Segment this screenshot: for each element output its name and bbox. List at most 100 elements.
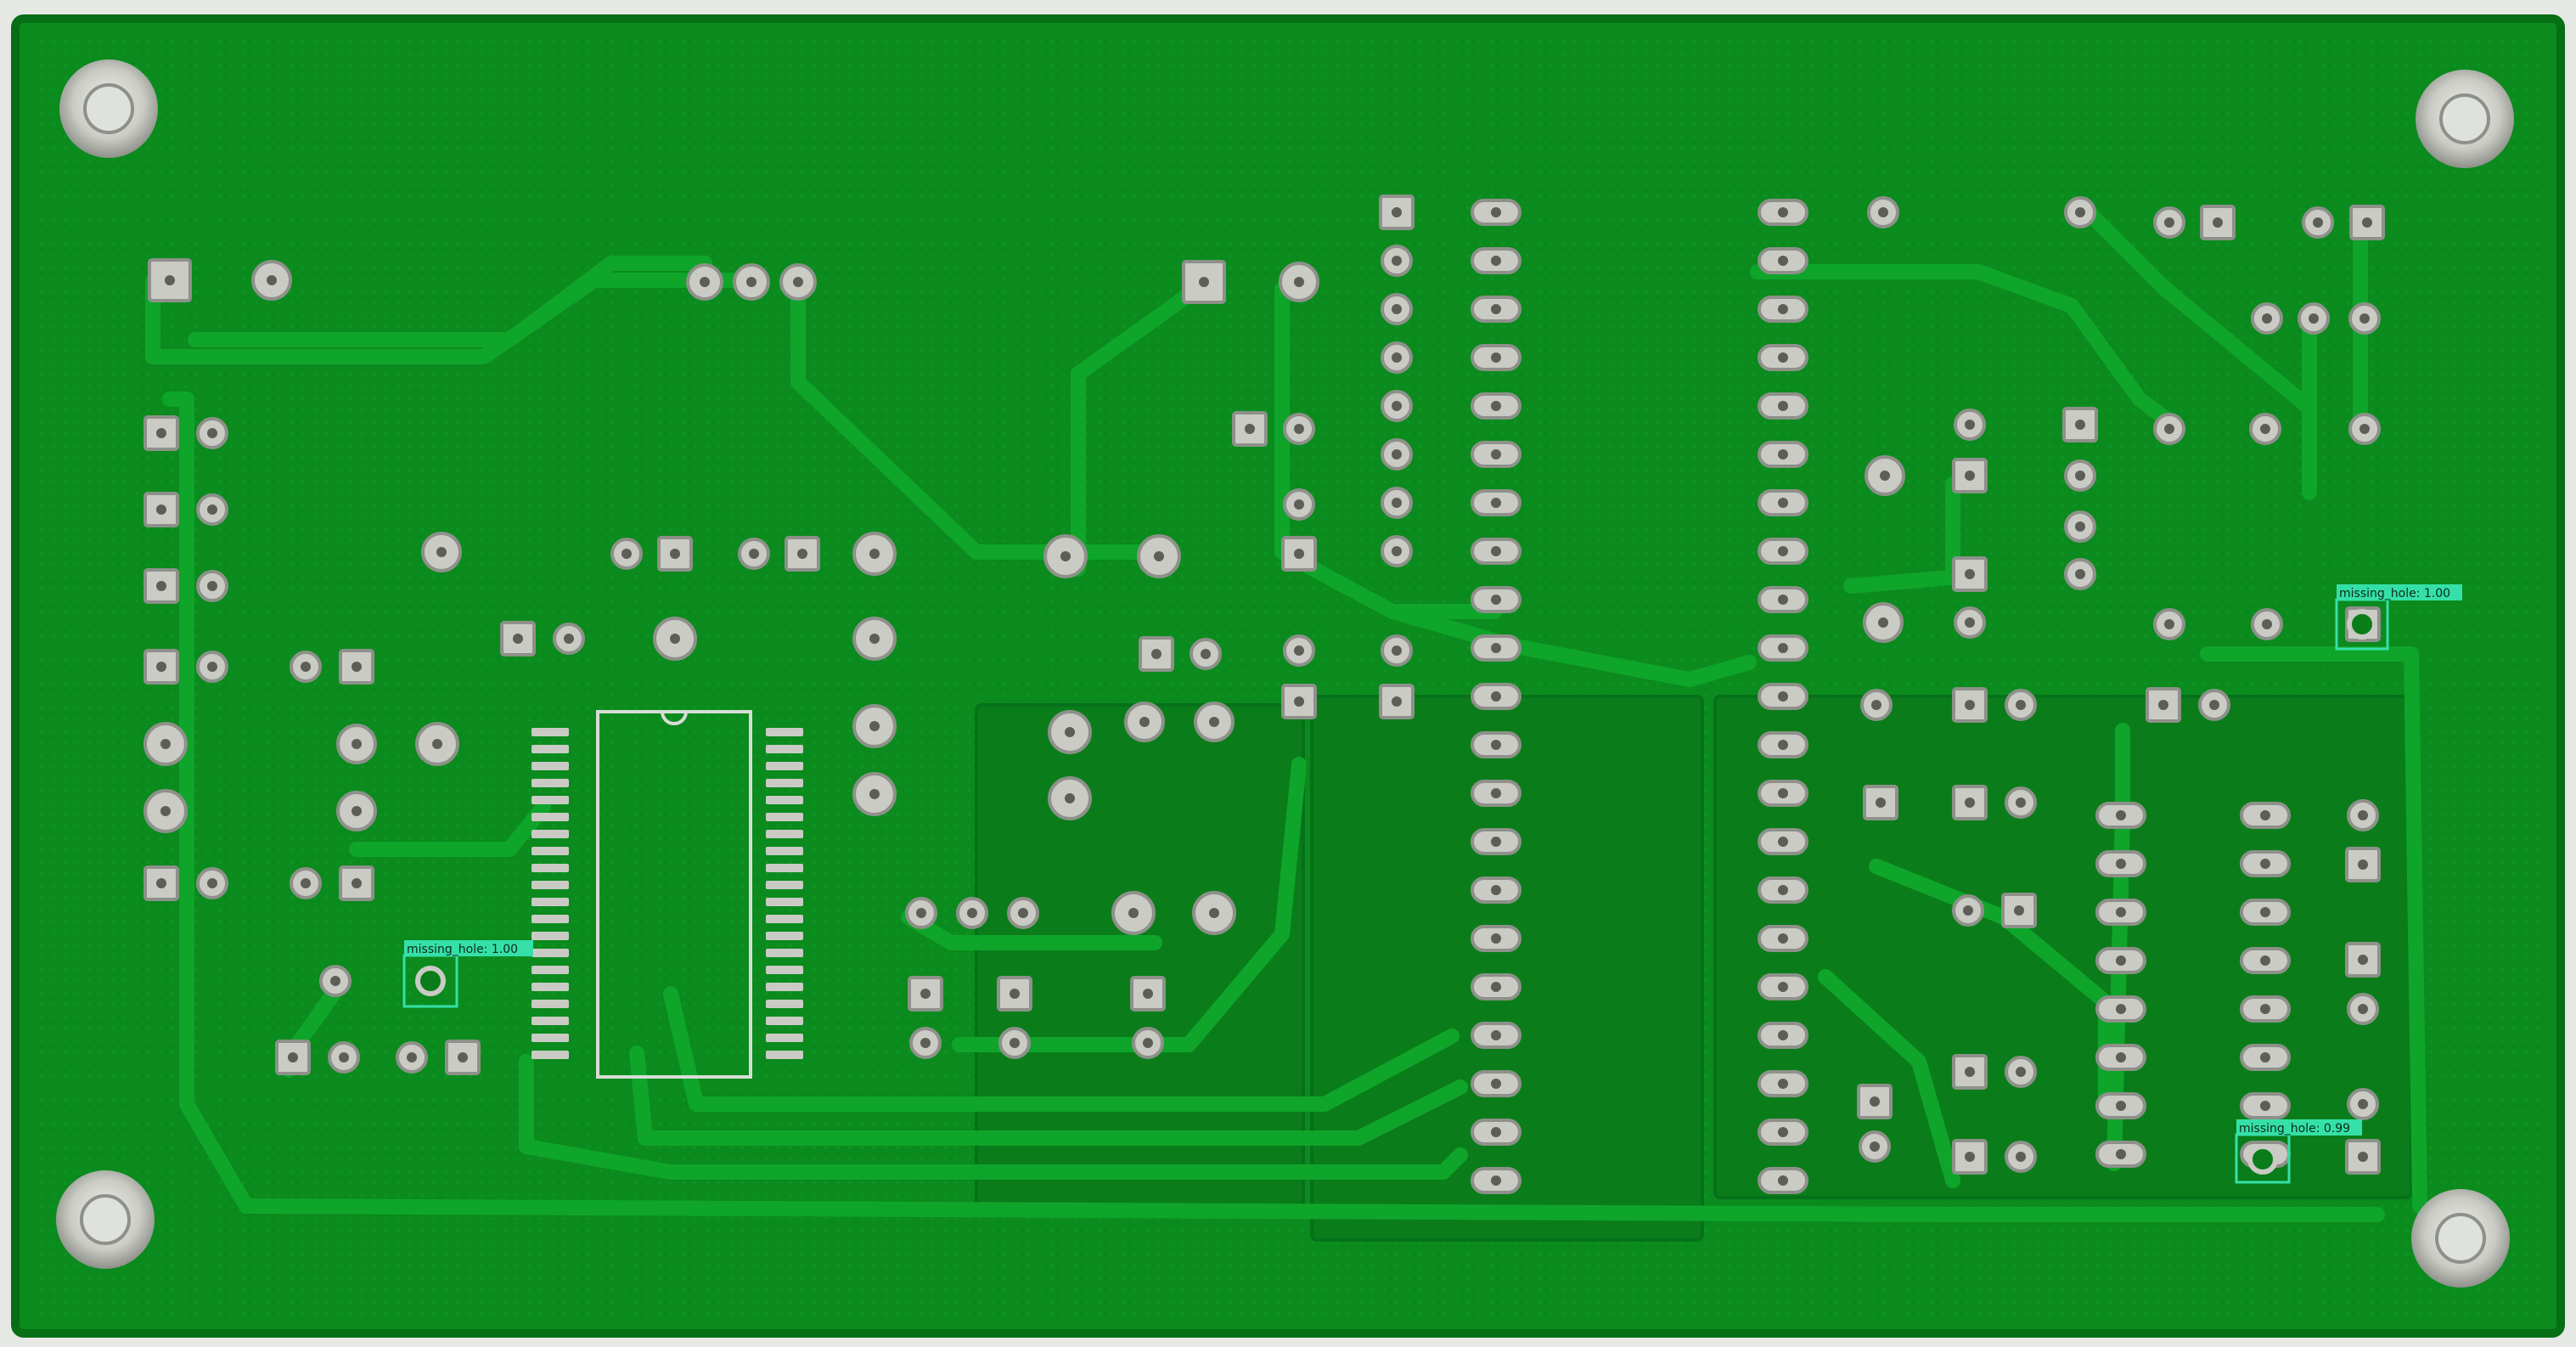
missing-hole-pad [415,966,446,996]
round-pad [2095,1092,2146,1119]
round-pad [1381,390,1413,422]
square-pad [1952,458,1988,493]
round-pad [1043,534,1088,578]
round-pad [1471,731,1521,758]
square-pad [2200,205,2236,240]
round-pad [1471,634,1521,662]
smd-pad [532,813,569,821]
round-pad [1471,1070,1521,1097]
round-pad [852,532,897,576]
round-pad [2298,302,2330,335]
round-pad [2005,689,2037,721]
round-pad [1758,344,1808,371]
round-pad [2347,1088,2379,1120]
trace [162,392,2385,1222]
smd-pad [766,898,803,906]
square-pad [1281,684,1317,719]
mounting-hole [56,1170,155,1269]
smd-pad [532,830,569,838]
round-pad [1192,891,1236,935]
round-pad [1758,586,1808,613]
round-pad [2249,413,2281,445]
round-pad [1758,296,1808,323]
round-pad [1471,441,1521,468]
round-pad [1758,247,1808,274]
round-pad [1471,586,1521,613]
round-pad [1471,780,1521,807]
detections-layer: missing_hole: 1.00 missing_hole: 1.00 mi… [402,584,2462,1184]
round-pad [1471,1119,1521,1146]
round-pad [196,570,228,602]
round-pad [2095,947,2146,974]
square-pad [148,258,192,302]
trace [1071,281,1205,577]
square-pad [275,1040,311,1075]
detection: missing_hole: 1.00 [402,940,533,1008]
round-pad [2005,786,2037,819]
square-pad [1952,1139,1988,1175]
round-pad [1048,710,1092,754]
round-pad [1190,638,1222,670]
round-pad [1867,196,1899,228]
detection: missing_hole: 1.00 [2335,584,2462,651]
square-pad [657,536,693,572]
trace [519,1054,1468,1180]
round-pad [1954,606,1986,639]
smd-pad [766,813,803,821]
trace [2081,205,2317,415]
round-pad [852,704,897,748]
round-pad [1758,828,1808,855]
trace [1385,604,1757,687]
round-pad [1758,1070,1808,1097]
round-pad [1758,441,1808,468]
copper-pours [975,695,2413,1242]
round-pad [779,263,817,301]
round-pad [2240,995,2291,1023]
round-pad [1194,702,1235,742]
square-pad [500,621,536,657]
round-pad [290,651,322,683]
round-pad [2240,802,2291,829]
round-pad [2064,459,2096,492]
round-pad [196,867,228,899]
component-pads [143,194,2385,1194]
detection-label: missing_hole: 1.00 [2339,587,2450,600]
round-pad [1381,245,1413,277]
round-pad [733,263,770,301]
round-pad [1758,1119,1808,1146]
square-pad [1857,1084,1893,1119]
round-pad [2251,608,2283,640]
missing-hole-pad [2347,609,2377,640]
round-pad [319,965,352,997]
round-pad [2240,947,2291,974]
smd-pad [766,745,803,753]
round-pad [1758,925,1808,952]
round-pad [1865,455,1905,496]
smd-pad [532,949,569,957]
round-pad [1283,488,1315,521]
square-pad [143,865,179,901]
square-pad [1952,687,1988,723]
round-pad [1758,392,1808,420]
round-pad [143,789,188,833]
round-pad [1283,413,1315,445]
square-pad [1281,536,1317,572]
round-pad [2348,302,2381,335]
smd-pad [532,745,569,753]
round-pad [2240,1044,2291,1071]
round-pad [328,1041,360,1074]
round-pad [1381,293,1413,325]
square-pad [1379,194,1415,230]
round-pad [1954,409,1986,441]
round-pad [1381,341,1413,374]
round-pad [1758,199,1808,226]
round-pad [1137,534,1181,578]
round-pad [1758,780,1808,807]
round-pad [1381,487,1413,519]
detection-label: missing_hole: 0.99 [2239,1122,2350,1136]
round-pad [415,722,459,766]
round-pad [1758,731,1808,758]
round-pad [686,263,723,301]
trace [1750,264,2181,432]
